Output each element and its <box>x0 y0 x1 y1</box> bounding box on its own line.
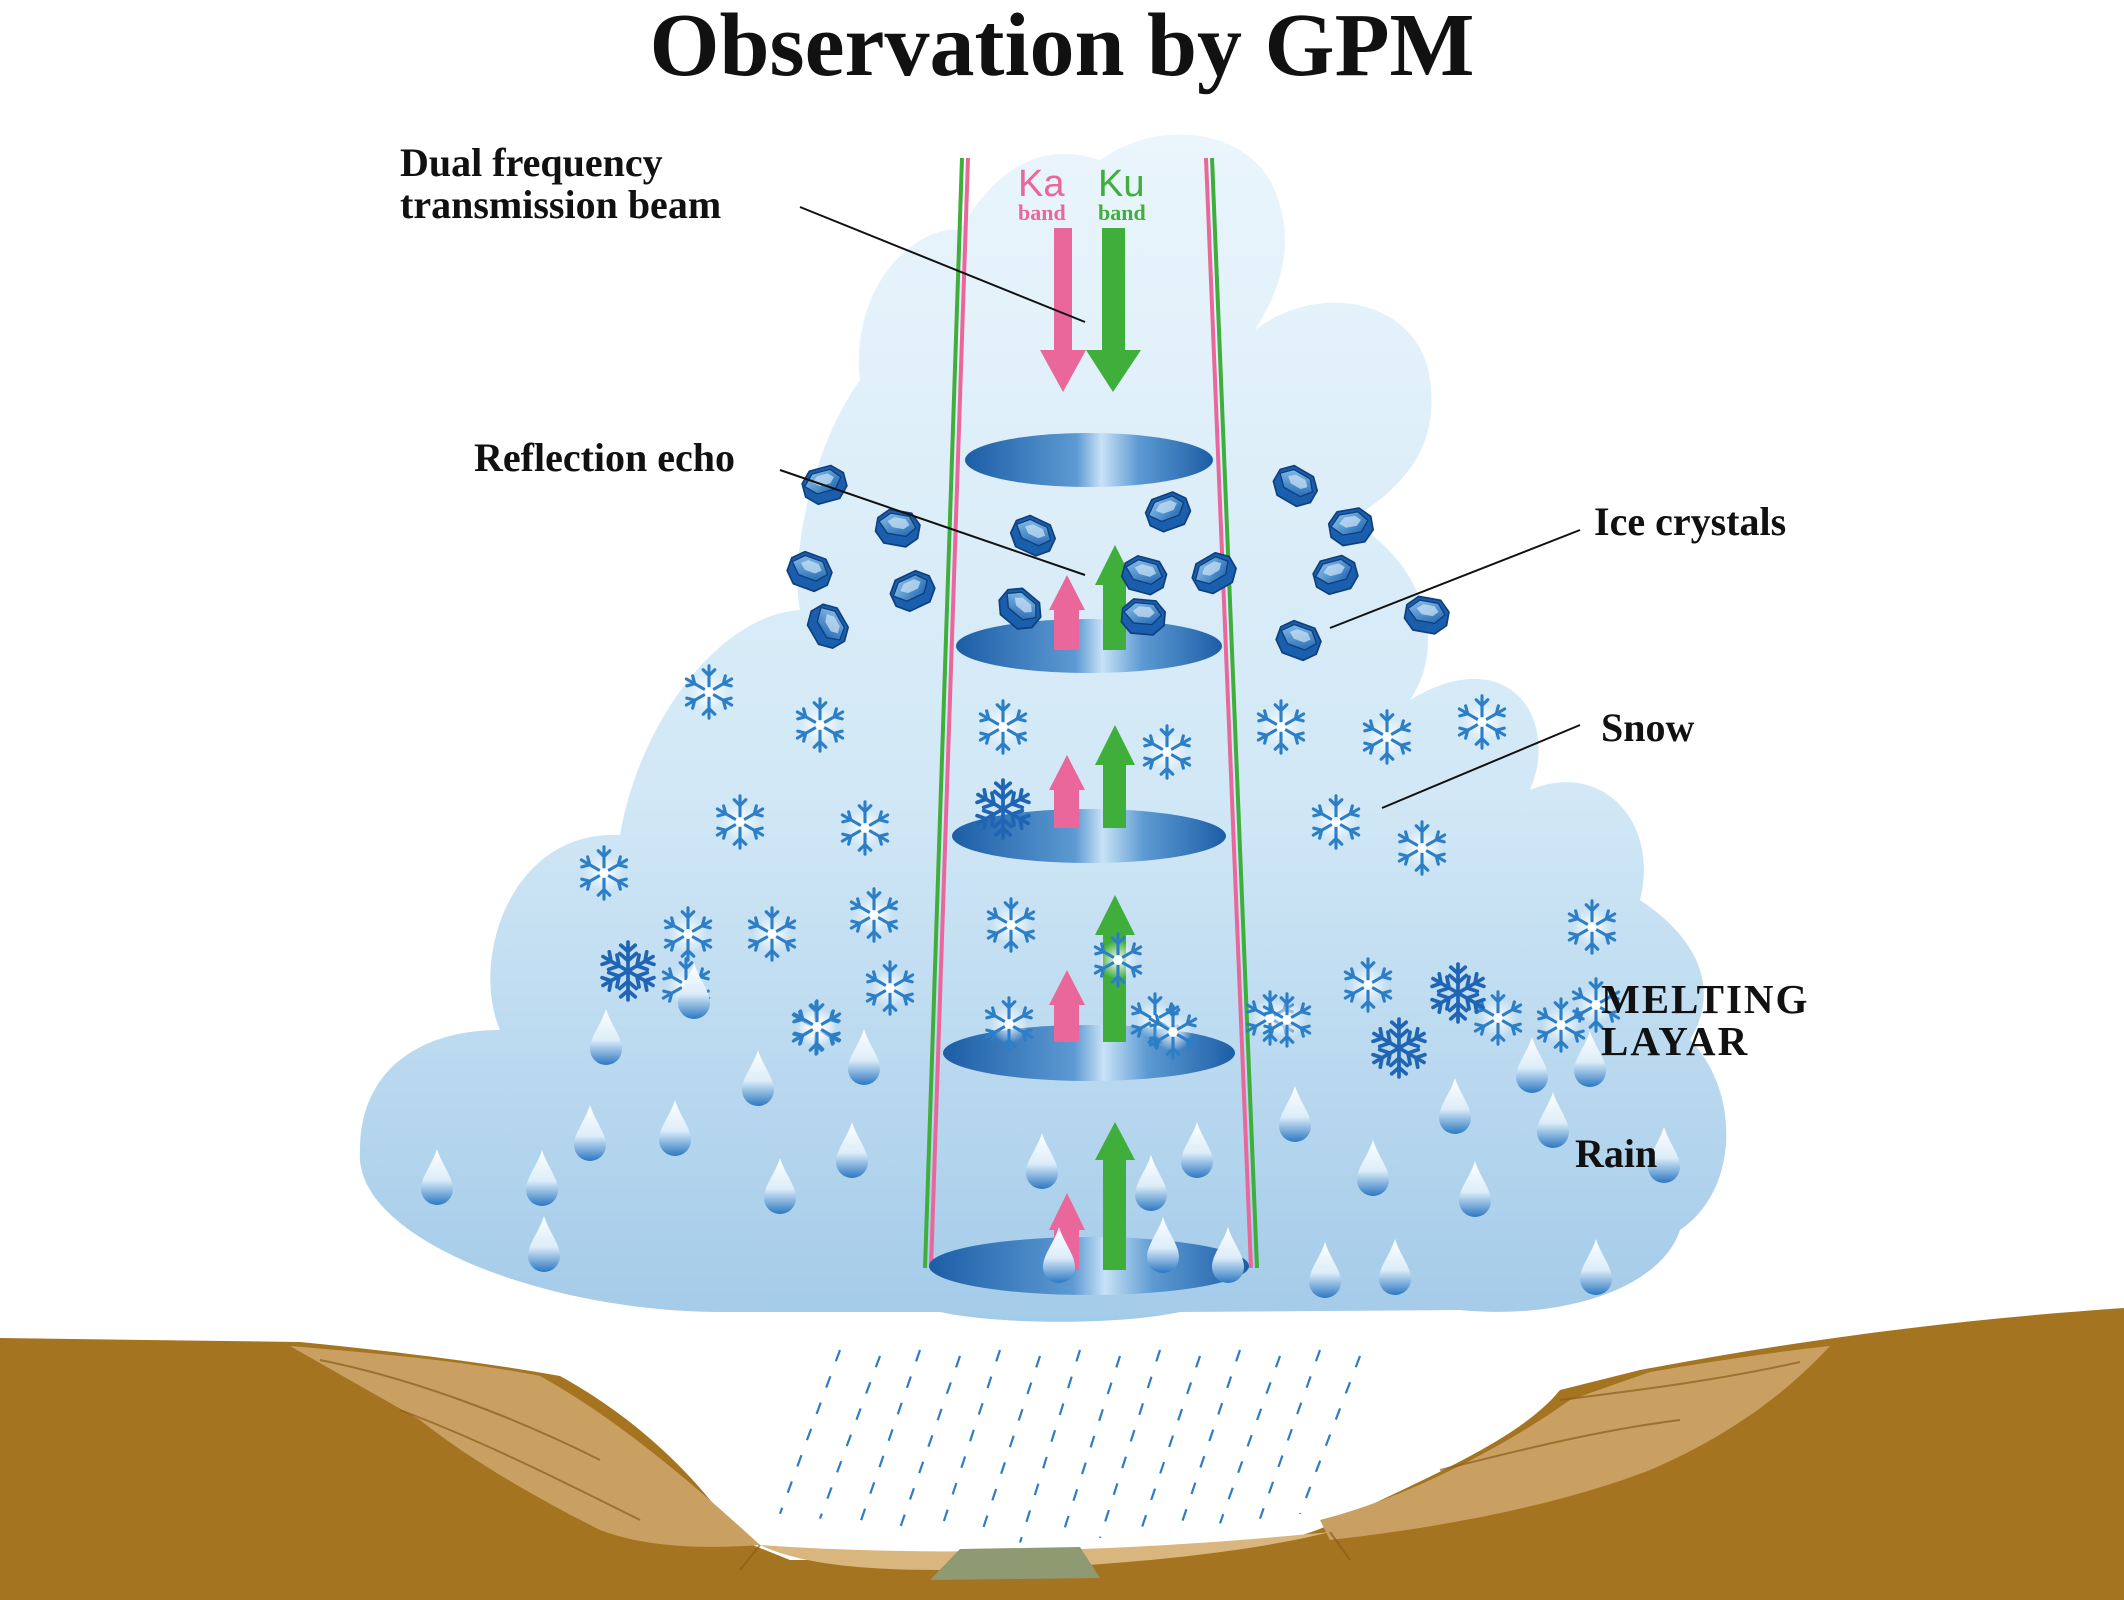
rain-streak <box>1058 1355 1122 1543</box>
melting-label-line2: LAYAR <box>1601 1018 1750 1064</box>
rain-streak <box>818 1355 882 1519</box>
ice-crystals-label: Ice crystals <box>1594 499 1787 544</box>
rain-streak <box>778 1349 842 1515</box>
cloud <box>359 134 1727 1322</box>
ka-up-arrow <box>1049 755 1085 828</box>
ku-band-name: Ku <box>1098 163 1144 205</box>
rain-streaks <box>778 1349 1362 1543</box>
leader-snow <box>1381 724 1581 809</box>
rain-streak <box>1298 1355 1362 1515</box>
melting-label-line1: MELTING <box>1601 976 1810 1022</box>
reflection-echo-label: Reflection echo <box>474 435 736 480</box>
range-bin-disc <box>929 1237 1249 1295</box>
melting-layer-label: MELTING LAYAR <box>1601 978 1809 1062</box>
beam-label-line2: transmission beam <box>400 182 722 227</box>
range-bin-disc <box>956 619 1222 673</box>
rain-streak <box>1178 1349 1242 1529</box>
ku-down-arrow <box>1086 228 1141 392</box>
rain-streak <box>898 1355 962 1529</box>
ice-crystal <box>1119 597 1167 637</box>
leader-ice <box>1329 529 1581 629</box>
ground-slope-right <box>1320 1346 1830 1540</box>
rain-streak <box>1138 1355 1202 1534</box>
rain-streak <box>1098 1349 1162 1539</box>
beam-label: Dual frequency transmission beam <box>400 142 721 226</box>
rain-label: Rain <box>1575 1131 1658 1176</box>
rain-streak <box>938 1349 1002 1534</box>
down-arrows <box>1040 228 1141 392</box>
beam-label-line1: Dual frequency <box>400 140 663 185</box>
ka-band-sub: band <box>1018 200 1066 225</box>
transmission-beam <box>923 157 1259 1269</box>
leader-beam <box>799 206 1086 323</box>
snow-label: Snow <box>1601 705 1695 750</box>
rain-streak <box>858 1349 922 1524</box>
ka-down-arrow <box>1040 228 1086 392</box>
ground <box>0 1308 2124 1600</box>
rain-streak <box>1218 1355 1282 1524</box>
ka-up-arrow <box>1049 575 1085 650</box>
ku-band-sub: band <box>1098 200 1146 225</box>
rain-streak <box>978 1355 1042 1539</box>
river <box>930 1547 1100 1580</box>
band-labels: Ka band Ku band <box>1018 163 1146 225</box>
leader-lines <box>779 206 1581 809</box>
leader-echo <box>779 469 1086 576</box>
rain-streak <box>1258 1349 1322 1519</box>
diagram-title: Observation by GPM <box>649 0 1475 95</box>
range-bin-disc <box>965 433 1213 487</box>
ku-up-arrow <box>1095 1122 1135 1270</box>
rain-streak <box>1018 1349 1082 1543</box>
ka-up-arrow <box>1049 970 1085 1042</box>
ku-up-arrow <box>1095 725 1135 828</box>
ka-band-name: Ka <box>1018 163 1065 205</box>
ground-slope-left <box>290 1346 760 1547</box>
